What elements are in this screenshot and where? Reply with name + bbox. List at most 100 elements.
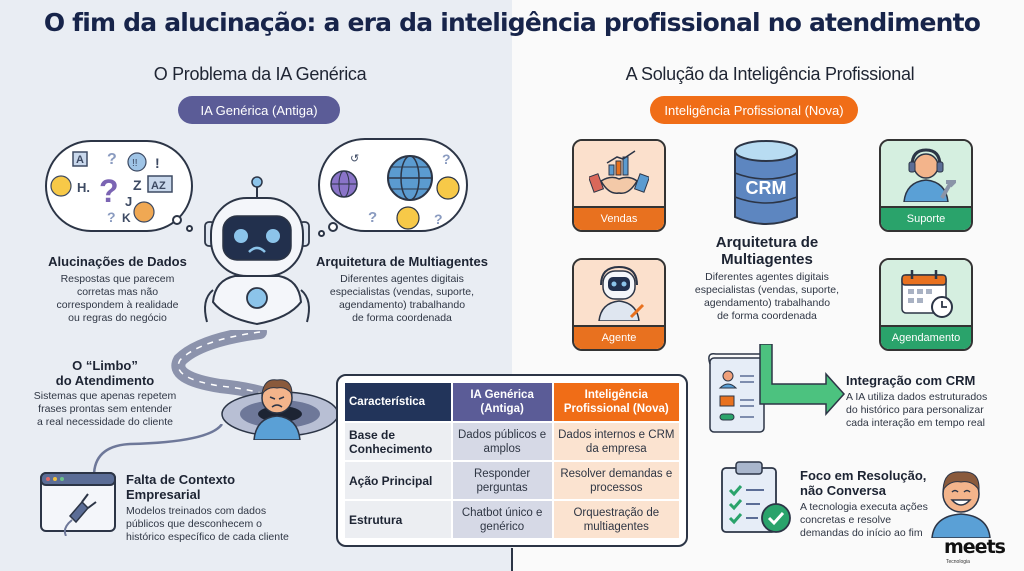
- hallucinations-item: Alucinações de Dados Respostas que parec…: [30, 254, 205, 325]
- svg-text:K: K: [122, 211, 131, 225]
- table-cell: Responder perguntas: [452, 462, 552, 499]
- svg-text:?: ?: [434, 211, 443, 227]
- agent-tile-scheduling: Agendamento: [879, 258, 973, 351]
- svg-text:J: J: [125, 194, 132, 209]
- item-title: Multiagentes: [721, 251, 813, 268]
- table-header: Característica: [345, 383, 451, 421]
- globe-thought-cloud: ? ? ? ↺: [318, 138, 468, 232]
- table-header: IA Genérica (Antiga): [452, 383, 552, 421]
- multiagent-item: Arquitetura de Multiagentes Diferentes a…: [310, 254, 494, 325]
- resolution-focus-item: Foco em Resolução, não Conversa A tecnol…: [800, 468, 950, 540]
- comparison-table: Característica IA Genérica (Antiga) Inte…: [336, 374, 688, 547]
- frustrated-customer-icon: [253, 379, 301, 440]
- unplugged-window-icon: [40, 472, 116, 536]
- table-connector: [511, 548, 513, 571]
- item-title: Alucinações de Dados: [48, 254, 187, 269]
- item-line: especialistas (vendas, suporte,: [694, 284, 840, 296]
- item-line: de forma coordenada: [717, 310, 817, 322]
- table-cell: Dados internos e CRM da empresa: [553, 423, 679, 460]
- logo-tagline: Tecnologia: [946, 559, 970, 565]
- tile-label: Suporte: [881, 206, 971, 230]
- item-line: especialistas (vendas, suporte,: [329, 286, 475, 298]
- agent-tile-support: Suporte: [879, 139, 973, 232]
- crm-label: CRM: [745, 178, 787, 198]
- item-line: agendamento) trabalhando: [703, 297, 831, 309]
- item-line: concretas e resolve: [800, 514, 892, 526]
- checklist-clipboard-icon: [721, 461, 791, 533]
- table-cell: Orquestração de multiagentes: [553, 501, 679, 538]
- support-agent-icon: [903, 147, 956, 202]
- tile-label: Vendas: [574, 206, 664, 230]
- item-title: O “Limbo”: [72, 358, 138, 373]
- agent-tile-sales: Vendas: [572, 139, 666, 232]
- svg-text:!!: !!: [132, 158, 138, 169]
- item-title: do Atendimento: [55, 373, 155, 388]
- multiagent-center-item: Arquitetura de Multiagentes Diferentes a…: [692, 234, 842, 323]
- table-cell: Chatbot único e genérico: [452, 501, 552, 538]
- item-line: Diferentes agentes digitais: [705, 271, 829, 283]
- crm-integration-item: Integração com CRM A IA utiliza dados es…: [846, 373, 1024, 430]
- table-cell: Base de Conhecimento: [345, 423, 451, 460]
- table-cell: Ação Principal: [345, 462, 451, 499]
- svg-text:!: !: [155, 155, 160, 171]
- item-line: correspondem à realidade: [56, 299, 179, 311]
- table-cell: Dados públicos e amplos: [452, 423, 552, 460]
- svg-text:?: ?: [107, 151, 117, 168]
- agent-tile-agent: Agente: [572, 258, 666, 351]
- item-line: A tecnologia executa ações: [800, 501, 928, 513]
- thought-dot: [328, 222, 338, 232]
- table-row: Base de Conhecimento Dados públicos e am…: [345, 423, 679, 460]
- item-line: públicos que desconhecem o: [126, 518, 263, 530]
- item-line: corretas mas não: [76, 286, 159, 298]
- left-section-title: O Problema da IA Genérica: [153, 64, 367, 84]
- page-title: O fim da alucinação: a era da inteligênc…: [43, 8, 981, 37]
- item-title: não Conversa: [800, 483, 886, 498]
- item-line: histórico específico de cada cliente: [126, 531, 289, 543]
- connector-line: [92, 424, 224, 477]
- item-title: Integração com CRM: [846, 373, 976, 388]
- table-header: Inteligência Profissional (Nova): [553, 383, 679, 421]
- svg-text:↺: ↺: [350, 153, 359, 165]
- tile-label: Agente: [574, 325, 664, 349]
- item-line: Sistemas que apenas repetem: [33, 390, 177, 402]
- robot-agent-icon: [598, 265, 645, 321]
- happy-customer-icon: [931, 471, 991, 538]
- tile-label: Agendamento: [881, 325, 971, 349]
- item-line: cada interação em tempo real: [846, 417, 985, 429]
- svg-text:Z: Z: [133, 177, 142, 193]
- item-line: frases prontas sem entender: [38, 403, 172, 415]
- item-title: Foco em Resolução,: [800, 468, 927, 483]
- svg-text:H.: H.: [77, 180, 90, 195]
- crm-integration-arrow-icon: [708, 344, 846, 433]
- item-line: a real necessidade do cliente: [36, 416, 173, 428]
- crm-database-icon: [734, 140, 798, 225]
- thought-dot: [186, 225, 193, 232]
- right-section-title: A Solução da Inteligência Profissional: [625, 64, 915, 84]
- table-row: Estrutura Chatbot único e genérico Orque…: [345, 501, 679, 538]
- table-cell: Estrutura: [345, 501, 451, 538]
- svg-text:?: ?: [99, 173, 119, 209]
- thought-dot: [172, 215, 182, 225]
- limbo-item: O “Limbo” do Atendimento Sistemas que ap…: [30, 358, 180, 429]
- item-title: Empresarial: [126, 487, 201, 502]
- item-line: ou regras do negócio: [68, 312, 167, 324]
- svg-text:A: A: [76, 154, 84, 166]
- confusion-symbols-icon: A ? !! ! H. ? Z AZ J ? K: [50, 151, 173, 225]
- calendar-clock-icon: [901, 269, 953, 318]
- item-line: Modelos treinados com dados: [126, 505, 267, 517]
- globes-icon: ? ? ? ↺: [330, 151, 460, 230]
- item-line: demandas do início ao fim: [800, 527, 923, 539]
- item-line: agendamento) trabalhando: [338, 299, 466, 311]
- svg-text:?: ?: [368, 209, 377, 226]
- item-line: Respostas que parecem: [60, 273, 175, 285]
- item-title: Falta de Contexto: [126, 472, 236, 487]
- confusion-thought-cloud: A ? !! ! H. ? Z AZ J ? K: [45, 140, 193, 232]
- svg-text:?: ?: [442, 151, 451, 167]
- limbo-vortex-icon: [171, 330, 339, 437]
- thought-dot: [318, 230, 325, 237]
- svg-text:AZ: AZ: [151, 180, 166, 192]
- table-row: Ação Principal Responder perguntas Resol…: [345, 462, 679, 499]
- business-context-item: Falta de Contexto Empresarial Modelos tr…: [126, 472, 326, 544]
- item-line: A IA utiliza dados estruturados: [846, 391, 988, 403]
- item-line: Diferentes agentes digitais: [340, 273, 464, 285]
